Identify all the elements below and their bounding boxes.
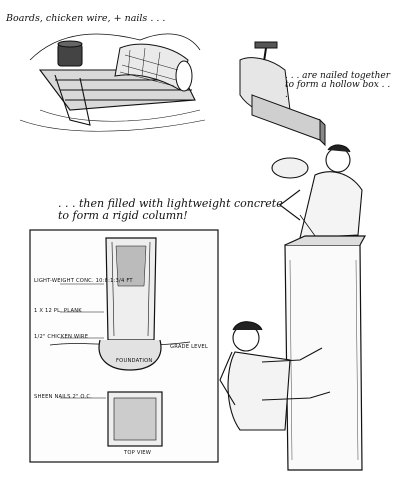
caption-materials: Boards, chicken wire, + nails . . . — [6, 13, 166, 24]
hammer-sketch — [239, 41, 326, 147]
label-plank: 1 X 12 PL. PLANK — [34, 308, 82, 314]
label-concrete: LIGHT-WEIGHT CONC. 10:8:1:3/4 FT — [34, 278, 133, 284]
label-top-view: TOP VIEW — [124, 450, 152, 456]
caption-hollow-box: . . . are nailed together to form a holl… — [285, 71, 391, 100]
worker-lifting-sketch — [219, 321, 331, 431]
column-sketch — [284, 235, 367, 471]
bucket-sketch — [57, 40, 83, 67]
section-diagram — [29, 229, 219, 463]
label-chicken-wire: 1/2" CHICKEN WIRE — [34, 334, 89, 340]
label-nails: SHEEN NAILS 2" O.C. — [34, 394, 92, 400]
worker-pouring-sketch — [271, 144, 363, 241]
label-grade: GRADE LEVEL — [170, 344, 208, 350]
label-foundation: FOUNDATION — [116, 358, 153, 364]
wire-roll-sketch — [114, 43, 193, 92]
caption-concrete-column: . . . then filled with lightweight concr… — [58, 197, 283, 222]
